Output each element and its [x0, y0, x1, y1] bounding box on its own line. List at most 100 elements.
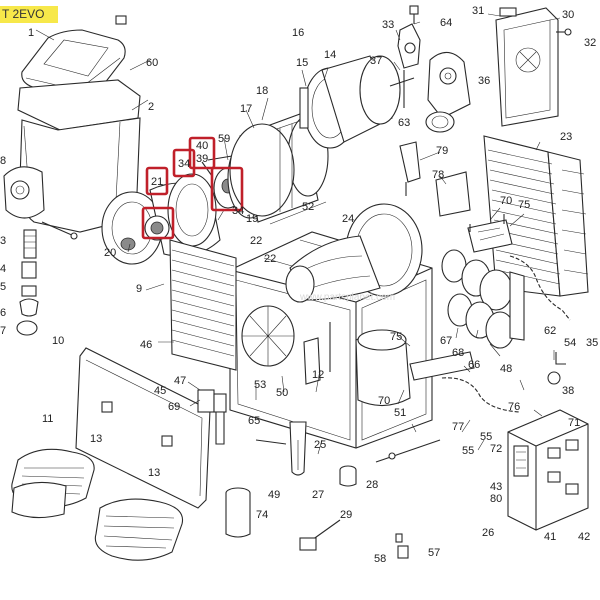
callout-4: 4: [0, 263, 6, 275]
callout-80: 80: [490, 493, 502, 505]
highlight-34: [172, 148, 196, 178]
callout-52: 52: [302, 201, 314, 213]
callout-28: 28: [366, 479, 378, 491]
callout-39: 39: [196, 153, 208, 165]
callout-29: 29: [340, 509, 352, 521]
callout-18: 18: [256, 85, 268, 97]
drive-pulleys: [441, 249, 525, 349]
callout-30: 30: [562, 9, 574, 21]
callout-75a: 75: [518, 199, 530, 211]
callout-55b: 55: [462, 445, 474, 457]
callout-15: 15: [296, 57, 308, 69]
callout-16: 16: [292, 27, 304, 39]
callout-34a: 34: [178, 158, 190, 170]
brackets: [399, 141, 471, 217]
hopper-lid: [21, 15, 127, 98]
callout-24: 24: [342, 213, 354, 225]
callout-34b: 34: [232, 205, 244, 217]
callout-54: 54: [564, 337, 576, 349]
highlight-boxes: [141, 136, 244, 240]
callout-27: 27: [312, 489, 324, 501]
callout-60: 60: [146, 57, 158, 69]
callout-58: 58: [374, 553, 386, 565]
callout-5: 5: [0, 281, 6, 293]
small-components: [197, 389, 441, 559]
callout-10: 10: [52, 335, 64, 347]
auger-rear: [285, 203, 423, 303]
evaporator-cylinder: [227, 113, 329, 225]
callout-8: 8: [0, 155, 6, 167]
callout-78: 78: [432, 169, 444, 181]
callout-48: 48: [500, 363, 512, 375]
callout-63: 63: [398, 117, 410, 129]
callout-67: 67: [440, 335, 452, 347]
tap-assembly: [16, 221, 78, 336]
front-panel: [75, 347, 211, 509]
callout-62: 62: [544, 325, 556, 337]
callout-49: 49: [268, 489, 280, 501]
callout-2: 2: [148, 101, 154, 113]
highlight-39-40: [188, 136, 216, 170]
callout-74: 74: [256, 509, 268, 521]
gear-motor-and-switch: [397, 5, 471, 133]
callout-45: 45: [154, 385, 166, 397]
callout-3: 3: [0, 235, 6, 247]
callout-77: 77: [452, 421, 464, 433]
callout-33: 33: [382, 19, 394, 31]
callout-31: 31: [472, 5, 484, 17]
callout-59: 59: [218, 133, 230, 145]
control-box: [507, 409, 589, 531]
control-board-top: [467, 214, 513, 253]
callout-25: 25: [314, 439, 326, 451]
callout-71: 71: [568, 417, 580, 429]
callout-79: 79: [436, 145, 448, 157]
callout-9: 9: [136, 283, 142, 295]
callout-13b: 13: [148, 467, 160, 479]
callout-36: 36: [478, 75, 490, 87]
callout-70b: 70: [378, 395, 390, 407]
callout-labels: 1 2 3 4 5 6 7 8 9 10 11 12 13 13 14 15 1…: [0, 5, 598, 565]
callout-46: 46: [140, 339, 152, 351]
compressor-and-fan: [241, 305, 411, 407]
callout-66: 66: [468, 359, 480, 371]
callout-7: 7: [0, 325, 6, 337]
callout-69: 69: [168, 401, 180, 413]
callout-20: 20: [104, 247, 116, 259]
callout-43: 43: [490, 481, 502, 493]
callout-14: 14: [324, 49, 336, 61]
callout-32: 32: [584, 37, 596, 49]
callout-68: 68: [452, 347, 464, 359]
callout-75b: 75: [390, 331, 402, 343]
callout-21: 21: [151, 176, 163, 188]
fan-grille: [169, 239, 237, 371]
callout-19: 19: [246, 213, 258, 225]
callout-41: 41: [544, 531, 556, 543]
side-panel-right: [495, 7, 572, 127]
watermark: www.partsplanet.com: [299, 292, 395, 303]
callout-51: 51: [394, 407, 406, 419]
highlight-21-part: [141, 206, 175, 240]
callout-72: 72: [490, 443, 502, 455]
callout-22b: 22: [264, 253, 276, 265]
highlight-34-part: [210, 166, 244, 212]
misc-fittings: [409, 351, 566, 385]
callout-40: 40: [196, 140, 208, 152]
callout-37: 37: [370, 55, 382, 67]
highlight-21: [145, 166, 169, 196]
callout-35: 35: [586, 337, 598, 349]
callout-47: 47: [174, 375, 186, 387]
leader-lines: [35, 13, 561, 470]
callout-11: 11: [42, 413, 53, 425]
callout-76: 76: [508, 401, 520, 413]
callout-38: 38: [562, 385, 574, 397]
callout-70a: 70: [500, 195, 512, 207]
callout-50: 50: [276, 387, 288, 399]
callout-55a: 55: [480, 431, 492, 443]
callout-53: 53: [254, 379, 266, 391]
gear-motor-housing: [299, 55, 415, 149]
callout-23: 23: [560, 131, 572, 143]
callout-17: 17: [240, 103, 252, 115]
callout-1: 1: [28, 27, 34, 39]
callout-13a: 13: [90, 433, 102, 445]
